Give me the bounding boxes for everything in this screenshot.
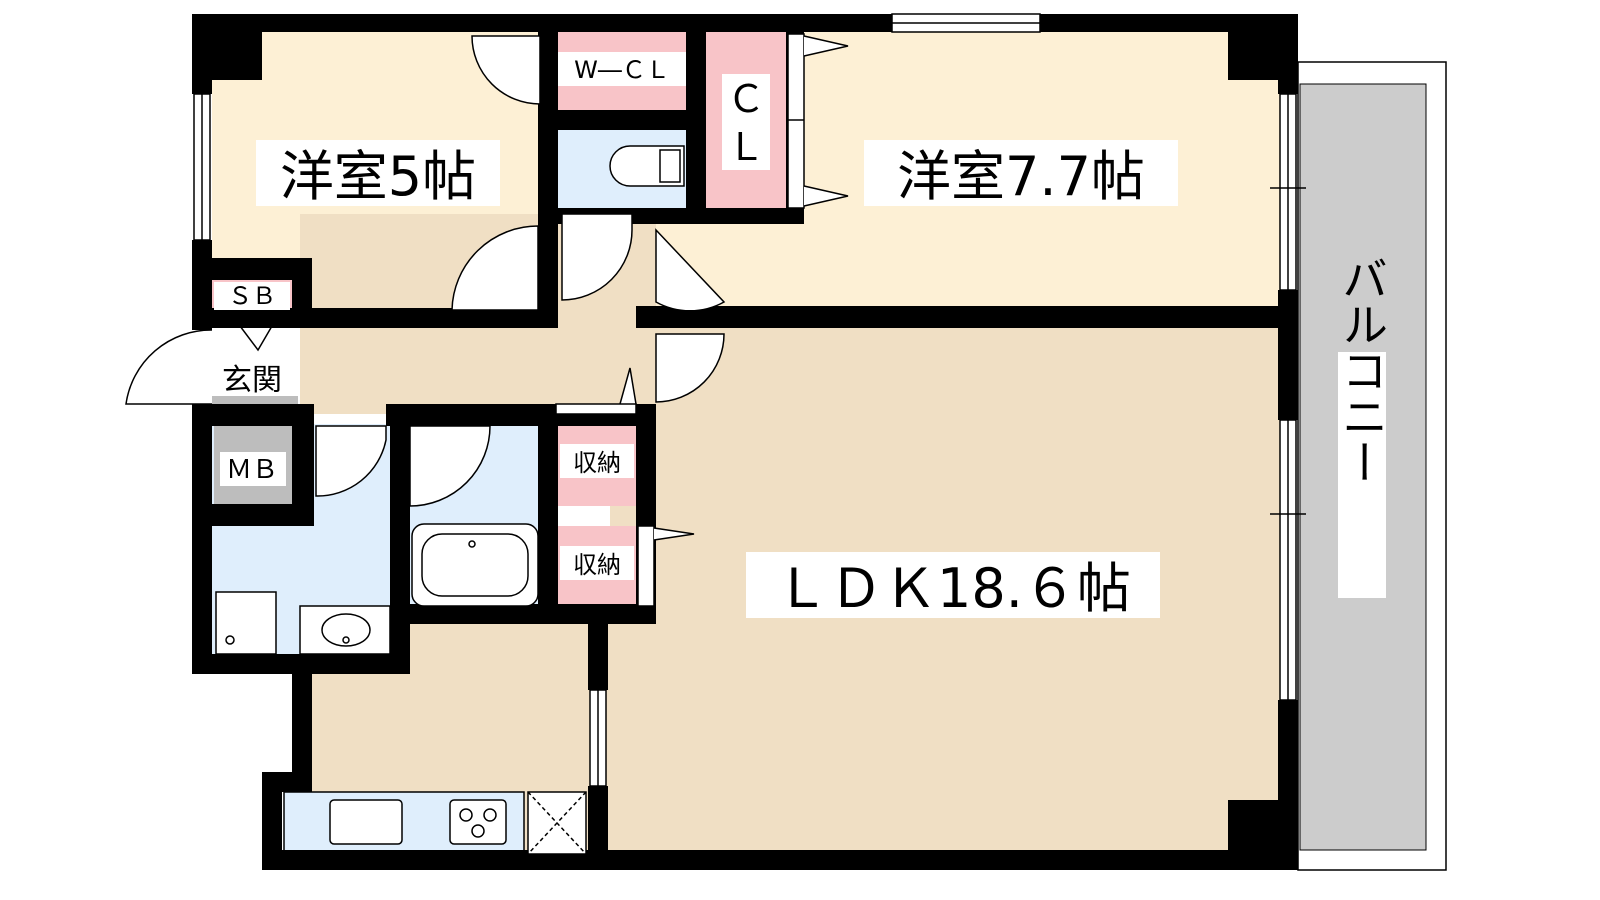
entrance-step-marker bbox=[239, 325, 273, 352]
fixtures bbox=[215, 145, 685, 855]
door-bathroom bbox=[409, 425, 491, 507]
label-wcl: W―ＣＬ bbox=[574, 56, 670, 84]
door-ldk bbox=[655, 333, 725, 403]
label-cl-bottom: Ｌ bbox=[727, 125, 765, 169]
label-ldk: ＬＤＫ18.６帖 bbox=[775, 557, 1131, 620]
door-entrance bbox=[125, 329, 213, 405]
door-wcl bbox=[471, 35, 541, 105]
door-toilet bbox=[561, 213, 633, 301]
label-cl-top: Ｃ bbox=[727, 77, 765, 121]
toilet-fixture bbox=[609, 145, 685, 187]
windows bbox=[193, 13, 1297, 787]
window-ticks bbox=[1270, 187, 1306, 515]
washing-machine bbox=[215, 591, 277, 655]
label-storage-1: 収納 bbox=[573, 449, 621, 477]
door-western-5 bbox=[451, 225, 539, 311]
door-washroom bbox=[315, 425, 387, 497]
doors bbox=[125, 35, 726, 507]
label-western-77: 洋室7.7帖 bbox=[897, 145, 1145, 208]
label-storage-2: 収納 bbox=[573, 551, 621, 579]
label-mb: ＭＢ bbox=[226, 455, 278, 485]
label-sb: ＳＢ bbox=[228, 282, 276, 310]
walls bbox=[192, 14, 1298, 870]
closet-door-markers bbox=[555, 33, 849, 607]
label-entrance: 玄関 bbox=[222, 363, 282, 398]
label-balcony: バルコニー bbox=[1335, 255, 1389, 485]
kitchen-sink bbox=[329, 799, 403, 845]
label-western-5: 洋室5帖 bbox=[280, 145, 476, 208]
door-western-77 bbox=[655, 228, 726, 312]
label-backgrounds bbox=[214, 52, 1386, 618]
